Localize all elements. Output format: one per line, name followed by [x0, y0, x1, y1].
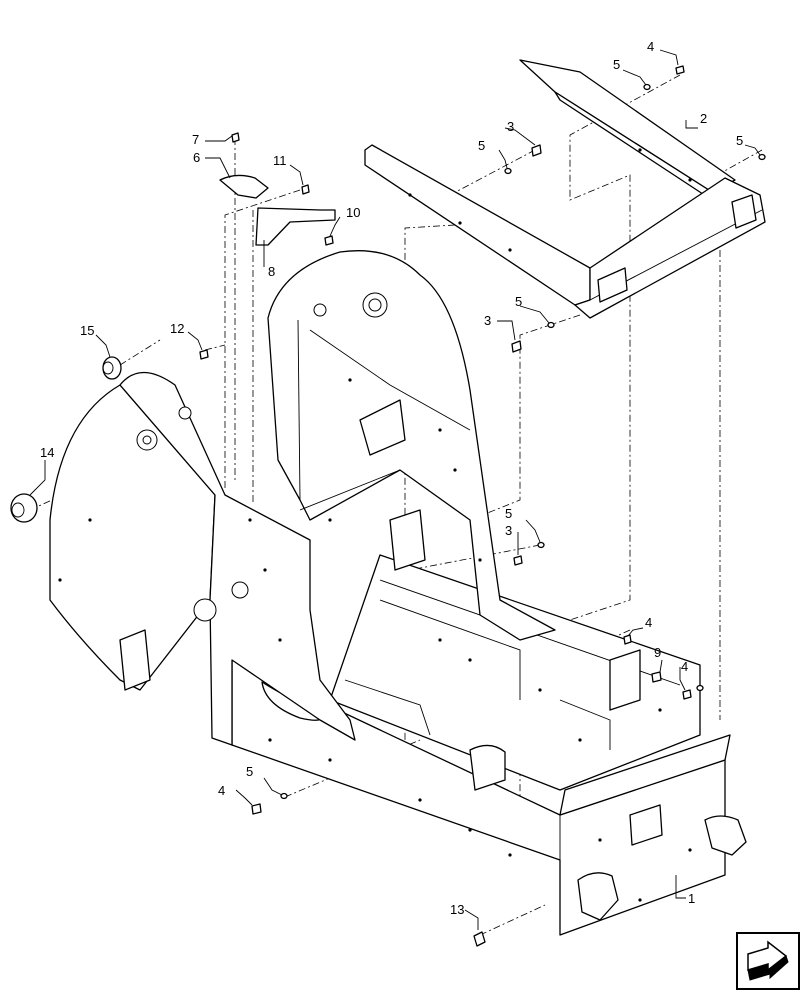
part-15-bushing [102, 356, 122, 380]
callout-1: 1 [688, 891, 695, 906]
callout-9: 9 [654, 645, 661, 660]
callout-labels: 1 2 3 3 3 4 4 4 4 5 5 5 5 5 5 6 7 8 9 10… [40, 39, 743, 917]
callout-leaders [29, 49, 761, 930]
hardware-fasteners [199, 65, 766, 947]
callout-4: 4 [647, 39, 654, 54]
left-side-panel [49, 372, 356, 746]
callout-3: 3 [507, 119, 514, 134]
callout-4: 4 [645, 615, 652, 630]
callout-15: 15 [80, 323, 94, 338]
callout-7: 7 [192, 132, 199, 147]
callout-5: 5 [613, 57, 620, 72]
callout-5: 5 [505, 506, 512, 521]
arrow-glyph [747, 940, 789, 981]
callout-8: 8 [268, 264, 275, 279]
callout-12: 12 [170, 321, 184, 336]
callout-5: 5 [515, 294, 522, 309]
callout-10: 10 [346, 205, 360, 220]
callout-6: 6 [193, 150, 200, 165]
callout-14: 14 [40, 445, 54, 460]
callout-11: 11 [273, 153, 287, 168]
callout-3: 3 [484, 313, 491, 328]
upright-tower [267, 250, 556, 641]
callout-4: 4 [681, 659, 688, 674]
floor-pan [329, 554, 701, 791]
callout-5: 5 [478, 138, 485, 153]
part-6-bracket [219, 174, 269, 199]
next-page-arrow-icon[interactable] [736, 932, 800, 990]
callout-5: 5 [736, 133, 743, 148]
callout-5: 5 [246, 764, 253, 779]
part-14-bushing [10, 493, 38, 523]
callout-3: 3 [505, 523, 512, 538]
part-8-bracket [255, 207, 336, 246]
part-2-upper-frame [364, 59, 766, 319]
callout-2: 2 [700, 111, 707, 126]
callout-13: 13 [450, 902, 464, 917]
callout-4: 4 [218, 783, 225, 798]
